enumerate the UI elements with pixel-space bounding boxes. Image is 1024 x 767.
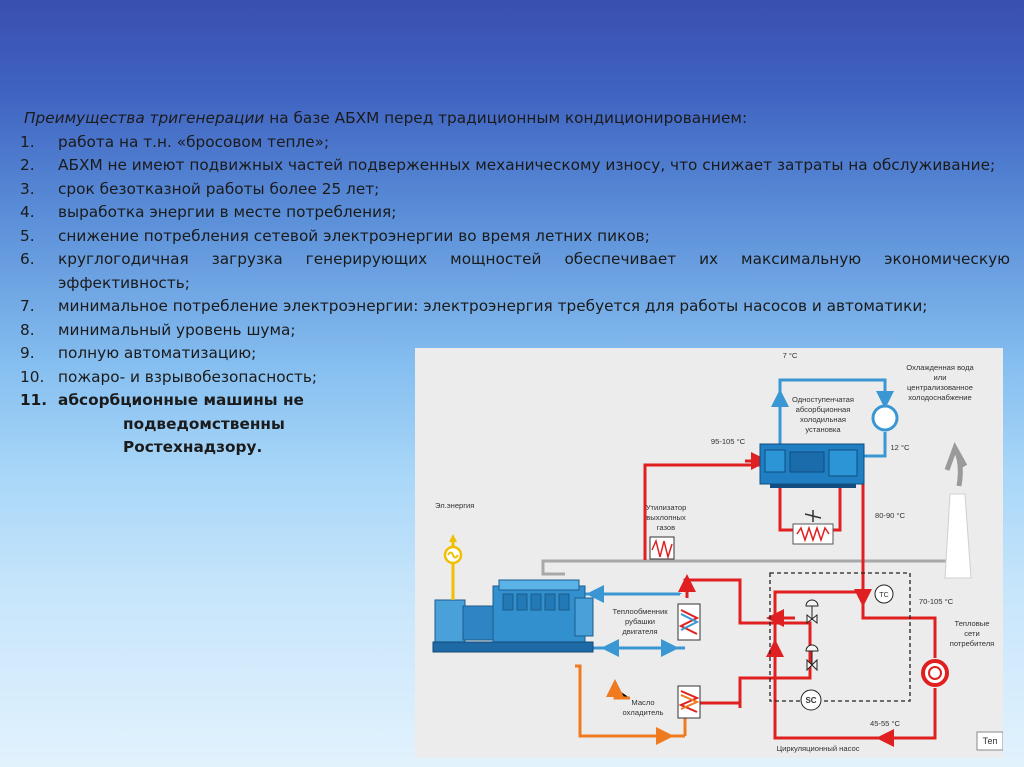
chilled-water-label-2: или — [934, 373, 947, 382]
temperature-controller-icon: TC — [874, 584, 894, 604]
item-text: работа на т.н. «бросовом тепле»; — [58, 132, 330, 151]
smoke-arrow-icon — [944, 441, 968, 487]
utilizer-label-3: газов — [657, 523, 675, 532]
item-text: снижение потребления сетевой электроэнер… — [58, 226, 650, 245]
chilled-water-pump-icon — [871, 404, 899, 432]
item-text: АБХМ не имеют подвижных частей подвержен… — [58, 156, 996, 174]
corner-box — [976, 731, 1003, 751]
temp-45-55-label: 45-55 °C — [870, 719, 901, 728]
intro-rest: на базе АБХМ перед традиционным кондицио… — [264, 109, 748, 127]
utilizer-label-1: Утилизатор — [646, 503, 687, 512]
item-text: срок безотказной работы более 25 лет; — [58, 179, 380, 198]
list-item: 4. выработка энергии в месте потребления; — [20, 201, 1010, 225]
item-text: пожаро- и взрывобезопасность; — [58, 367, 318, 386]
item-number: 10. — [20, 367, 45, 386]
oil-cooler-icon — [677, 685, 701, 719]
item-number: 3. — [20, 179, 35, 198]
list-item: 7. минимальное потребление электроэнергии… — [20, 295, 1010, 319]
chilled-water-label-4: холодоснабжение — [908, 393, 971, 402]
list-item: 8. минимальный уровень шума; — [20, 319, 1010, 343]
item-text: минимальный уровень шума; — [58, 320, 296, 339]
chimney — [944, 493, 972, 579]
item-text: круглогодичная загрузка генерирующих мощ… — [58, 250, 1010, 292]
jacket-label-3: двигателя — [622, 627, 657, 636]
absorber-label-2: абсорбционная — [796, 405, 851, 414]
tc-label: TC — [879, 592, 888, 599]
list-item: 3. срок безотказной работы более 25 лет; — [20, 178, 1010, 202]
oil-label-1: Масло — [631, 698, 654, 707]
item-number: 6. — [20, 250, 35, 268]
heat-net-label-2: сети — [964, 629, 980, 638]
item-text: абсорбционные машины не подведомственны Р… — [58, 389, 418, 460]
heat-net-label-1: Тепловые — [954, 619, 989, 628]
list-item: 10. пожаро- и взрывобезопасность; — [20, 366, 1010, 390]
absorber-label-4: установка — [805, 425, 841, 434]
heat-net-label-3: потребителя — [950, 639, 995, 648]
cooler-icon — [792, 510, 834, 545]
item-line-1: абсорбционные машины не — [58, 391, 304, 409]
absorber-label-1: Одноступенчатая — [792, 395, 854, 404]
chilled-water-label-3: централизованное — [907, 383, 973, 392]
list-item: 5. снижение потребления сетевой электроэн… — [20, 225, 1010, 249]
absorber-label-3: холодильная — [800, 415, 846, 424]
chilled-water-label-1: Охлажденная вода — [906, 363, 974, 372]
sc-label: SC — [805, 696, 816, 705]
item-line-2: подведомственны Ростехнадзору. — [123, 414, 285, 457]
list-item-11: 11. абсорбционные машины не подведомственн… — [20, 389, 1010, 460]
jacket-label-2: рубашки — [625, 617, 655, 626]
oil-circuit — [575, 664, 687, 738]
item-number: 9. — [20, 344, 35, 362]
temp-7-label: 7 °C — [783, 351, 798, 360]
list-item: 2. АБХМ не имеют подвижных частей подверж… — [20, 154, 1010, 178]
temp-70-105-label: 70-105 °C — [919, 597, 954, 606]
temp-12-label: 12 °C — [890, 443, 910, 452]
control-box — [769, 572, 911, 702]
temp-95-105-label: 95-105 °C — [711, 437, 746, 446]
utilizer-label-2: выхлопных — [646, 513, 686, 522]
intro-line: Преимущества тригенерации на базе АБХМ п… — [24, 107, 1010, 131]
item-number: 4. — [20, 203, 35, 221]
temp-80-90-label: 80-90 °C — [875, 511, 906, 520]
text-block: Преимущества тригенерации на базе АБХМ п… — [20, 107, 1010, 460]
item-number: 1. — [20, 132, 35, 151]
item-text: полную автоматизацию; — [58, 344, 257, 362]
oil-label-2: охладитель — [622, 708, 663, 717]
trigeneration-diagram: TC SC — [415, 348, 1003, 758]
item-text: минимальное потребление электроэнергии: … — [58, 297, 928, 315]
list-item: 6. круглогодичная загрузка генерирующих м… — [20, 248, 1010, 295]
item-number: 11. — [20, 391, 48, 409]
list-item: 1. работа на т.н. «бросовом тепле»; — [20, 131, 1010, 155]
hot-return — [683, 578, 812, 708]
item-text: выработка энергии в месте потребления; — [58, 203, 397, 221]
absorption-chiller-icon — [759, 443, 865, 488]
jacket-heat-exchanger-icon — [677, 603, 701, 641]
valve-icon-2 — [805, 644, 819, 672]
item-number: 5. — [20, 226, 35, 245]
electricity-label: Эл.энергия — [435, 501, 474, 510]
exhaust-pipe — [541, 559, 951, 576]
item-number: 7. — [20, 297, 35, 315]
gas-engine-generator-icon — [432, 579, 594, 653]
item-number: 2. — [20, 156, 35, 174]
speed-controller-icon: SC — [800, 689, 822, 711]
advantages-list: 1. работа на т.н. «бросовом тепле»; 2. АБХ… — [20, 131, 1010, 460]
heat-net-pump-icon — [921, 659, 949, 687]
jacket-label-1: Теплообменник — [612, 607, 668, 616]
exhaust-heat-exchanger-icon — [649, 536, 675, 560]
circulation-pump-label: Циркуляционный насос — [777, 744, 860, 753]
list-item: 9. полную автоматизацию; — [20, 342, 1010, 366]
corner-label: Теп — [983, 736, 998, 746]
electricity-icon — [443, 534, 463, 600]
heat-net-supply — [773, 468, 937, 740]
item-number: 8. — [20, 320, 35, 339]
intro-italic: Преимущества тригенерации — [24, 109, 265, 127]
valve-icon-1 — [805, 599, 819, 625]
